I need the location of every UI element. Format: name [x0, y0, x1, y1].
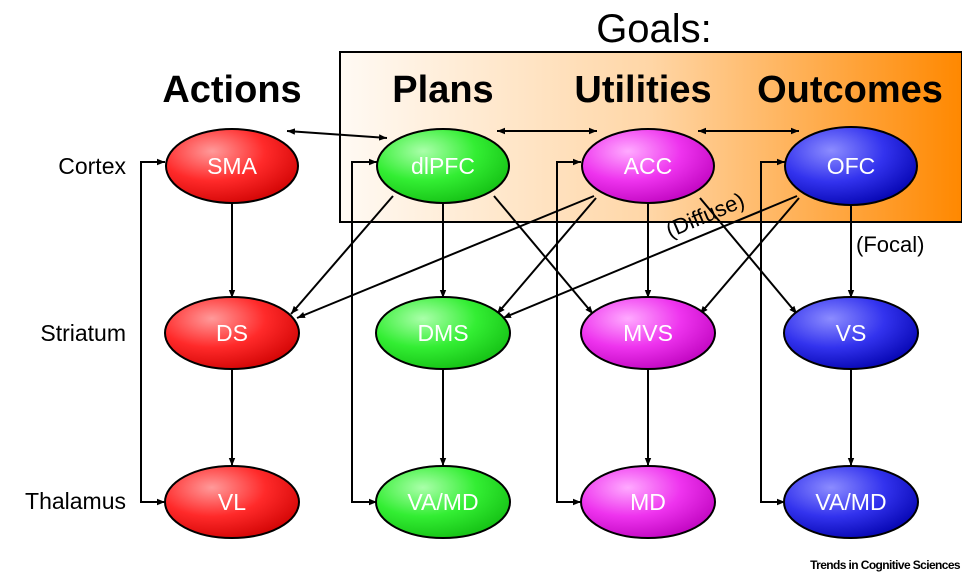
node-dlpfc-ellipse: [376, 128, 510, 204]
annotation-focal: (Focal): [856, 232, 924, 257]
node-mvs-label: MVS: [623, 320, 673, 346]
loop-utilities: [556, 158, 581, 506]
node-sma-ellipse: [165, 128, 299, 204]
loop-actions: [140, 158, 165, 506]
goals-title: Goals:: [596, 7, 712, 51]
connections: [140, 127, 855, 506]
loop-outcomes: [760, 158, 785, 506]
column-header-plans: Plans: [392, 69, 493, 111]
row-label-cortex: Cortex: [58, 153, 126, 179]
node-vl-ellipse: [164, 465, 300, 539]
row-label-thalamus: Thalamus: [25, 488, 126, 514]
node-vs-ellipse: [783, 296, 919, 370]
node-vamd-outcomes-label: VA/MD: [815, 489, 886, 515]
node-ofc-label: OFC: [827, 153, 876, 179]
column-header-utilities: Utilities: [574, 69, 711, 111]
node-vamd-outcomes-ellipse: [783, 465, 919, 539]
arrow-ofc-dms: [502, 195, 798, 319]
node-vl-label: VL: [218, 489, 246, 515]
node-md-ellipse: [580, 465, 716, 539]
node-dlpfc-label: dlPFC: [411, 153, 475, 179]
column-header-actions: Actions: [162, 69, 301, 111]
node-acc-label: ACC: [624, 153, 673, 179]
node-md-label: MD: [630, 489, 666, 515]
column-header-outcomes: Outcomes: [757, 69, 943, 111]
node-mvs-ellipse: [580, 296, 716, 370]
loop-plans: [351, 158, 377, 506]
node-vs-label: VS: [836, 320, 867, 346]
node-ofc-ellipse: [784, 126, 918, 206]
arrow-acc-ds: [296, 195, 595, 319]
node-ds-label: DS: [216, 320, 248, 346]
node-sma-label: SMA: [207, 153, 258, 179]
node-dms-label: DMS: [417, 320, 468, 346]
node-dms-ellipse: [375, 296, 511, 370]
node-ds-ellipse: [164, 296, 300, 370]
arrow-sma-dlpfc: [286, 128, 388, 141]
node-acc-ellipse: [581, 128, 715, 204]
row-label-striatum: Striatum: [40, 320, 126, 346]
node-vamd-plans-label: VA/MD: [407, 489, 478, 515]
node-vamd-plans-ellipse: [375, 465, 511, 539]
journal-credit: Trends in Cognitive Sciences: [810, 558, 961, 572]
